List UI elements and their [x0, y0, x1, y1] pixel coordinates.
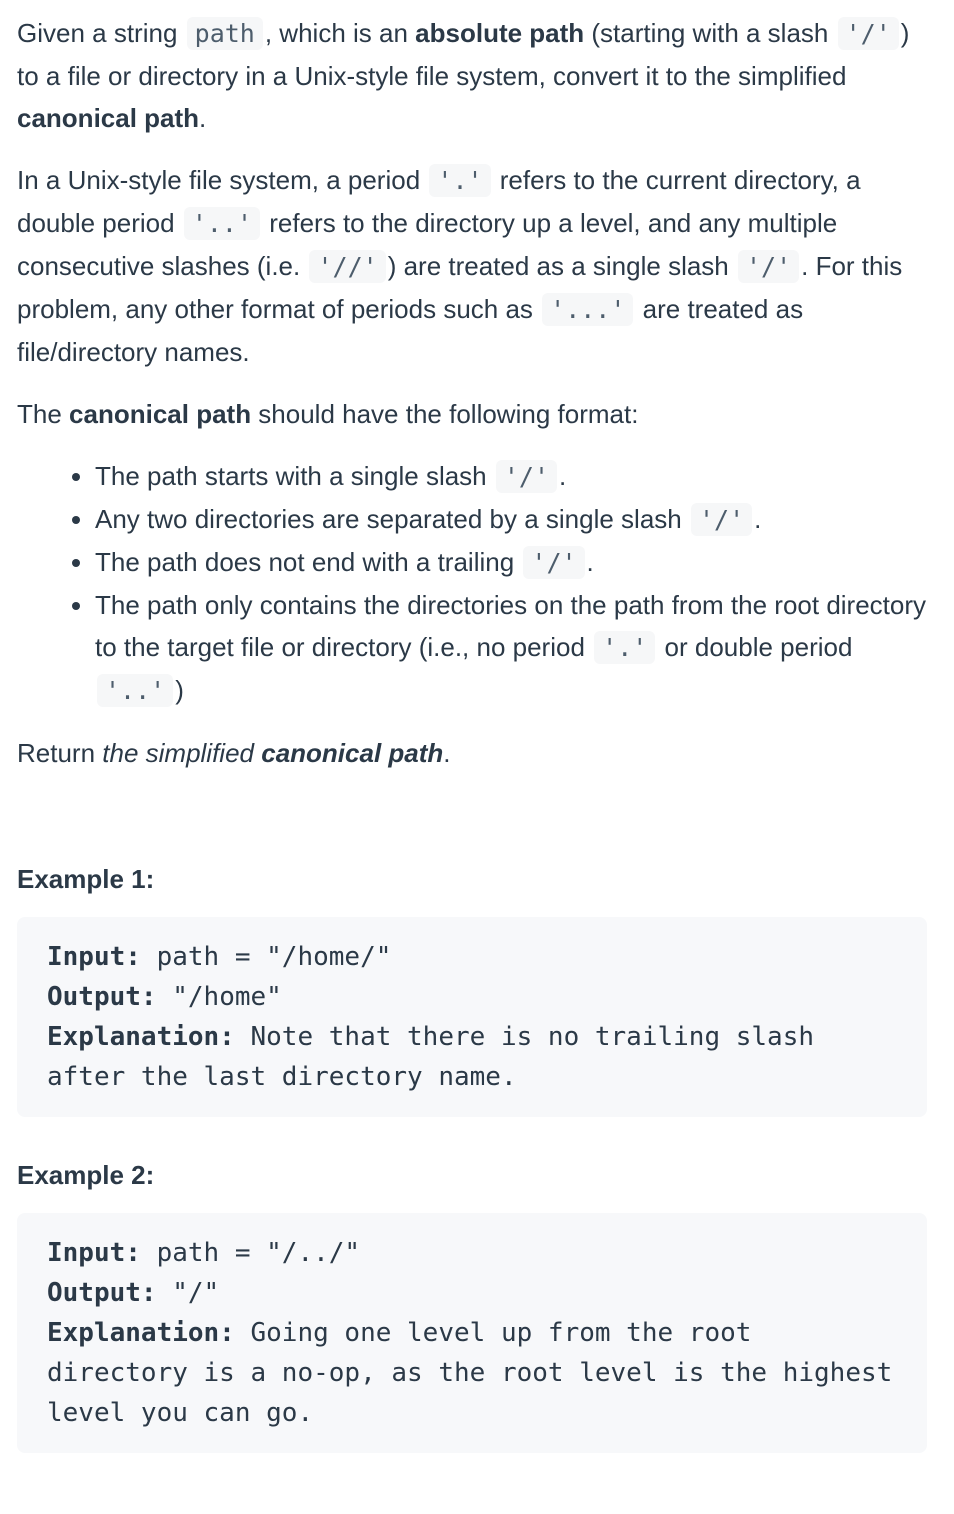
text-segment: The: [17, 399, 70, 429]
example-2-code-block: Input: path = "/../" Output: "/" Explana…: [17, 1213, 927, 1453]
text-segment: Note that there is no trailing slash aft…: [47, 1022, 830, 1092]
text-segment: Output:: [47, 1278, 157, 1308]
text-segment: canonical path: [261, 738, 444, 768]
text-segment: refers to the directory up a level, and …: [17, 208, 838, 281]
inline-code: '/': [523, 546, 585, 579]
text-segment: In a Unix-style file system, a period: [17, 165, 428, 195]
rule-no-trailing-slash: The path does not end with a trailing '/…: [95, 541, 934, 584]
inline-code: '.': [429, 164, 491, 197]
text-segment: Going one level up from the root directo…: [47, 1318, 908, 1428]
text-segment: . For this problem, any other format of …: [17, 251, 903, 324]
text-segment: .: [559, 461, 567, 491]
text-segment: canonical path: [17, 103, 200, 133]
text-segment: , which is an: [264, 18, 416, 48]
inline-code: '/': [690, 503, 753, 536]
inline-code: '/': [737, 250, 800, 283]
text-segment: ): [175, 675, 184, 705]
example-1-code-block: Input: path = "/home/" Output: "/home" E…: [17, 917, 927, 1117]
text-segment: "/": [172, 1278, 220, 1308]
inline-code: '/': [837, 17, 899, 50]
inline-code: '.': [594, 631, 656, 664]
text-segment: The path does not end with a trailing: [95, 547, 522, 577]
inline-code: '...': [542, 293, 634, 326]
text-segment: "/home": [172, 982, 282, 1012]
text-segment: Input:: [47, 942, 141, 972]
text-segment: Return: [17, 738, 103, 768]
text-segment: ) are treated as a single slash: [387, 251, 736, 281]
inline-code: '..': [97, 674, 174, 707]
text-segment: .: [199, 103, 207, 133]
text-segment: are treated as file/directory names.: [17, 294, 804, 367]
text-segment: Input:: [47, 1238, 141, 1268]
text-segment: Output:: [47, 982, 157, 1012]
text-segment: path = "/../": [156, 1238, 361, 1268]
paragraph-intro: Given a string path, which is an absolut…: [17, 12, 934, 139]
example-1-heading: Example 1:: [17, 864, 155, 894]
canonical-format-rules-list: The path starts with a single slash '/'.…: [17, 455, 934, 712]
inline-code: '/': [495, 460, 558, 493]
text-segment: should have the following format:: [251, 399, 639, 429]
examples-section: Example 1: Input: path = "/home/" Output…: [17, 858, 934, 1453]
text-segment: or double period: [657, 632, 853, 662]
text-segment: Any two directories are separated by a s…: [95, 504, 689, 534]
text-segment: Explanation:: [47, 1318, 235, 1348]
rule-no-periods: The path only contains the directories o…: [95, 584, 934, 712]
text-segment: Given a string: [17, 18, 185, 48]
inline-code: '//': [309, 250, 386, 283]
rule-single-separator: Any two directories are separated by a s…: [95, 498, 934, 541]
text-segment: .: [586, 547, 594, 577]
text-segment: .: [443, 738, 451, 768]
text-segment: .: [754, 504, 762, 534]
paragraph-return: Return the simplified canonical path.: [17, 732, 934, 774]
text-segment: ) to a file or directory in a Unix-style…: [17, 18, 910, 91]
text-segment: refers to the current directory, a doubl…: [17, 165, 861, 238]
rule-starts-with-slash: The path starts with a single slash '/'.: [95, 455, 934, 498]
text-segment: absolute path: [415, 18, 585, 48]
text-segment: (starting with a slash: [584, 18, 836, 48]
text-segment: the simplified: [102, 738, 262, 768]
text-segment: The path starts with a single slash: [95, 461, 494, 491]
paragraph-unix-rules: In a Unix-style file system, a period '.…: [17, 159, 934, 373]
inline-code: path: [186, 17, 263, 50]
paragraph-format-intro: The canonical path should have the follo…: [17, 393, 934, 435]
text-segment: path = "/home/": [156, 942, 392, 972]
text-segment: Explanation:: [47, 1022, 235, 1052]
inline-code: '..': [183, 207, 261, 240]
text-segment: canonical path: [69, 399, 252, 429]
text-segment: The path only contains the directories o…: [95, 590, 927, 662]
example-2-heading: Example 2:: [17, 1160, 155, 1190]
